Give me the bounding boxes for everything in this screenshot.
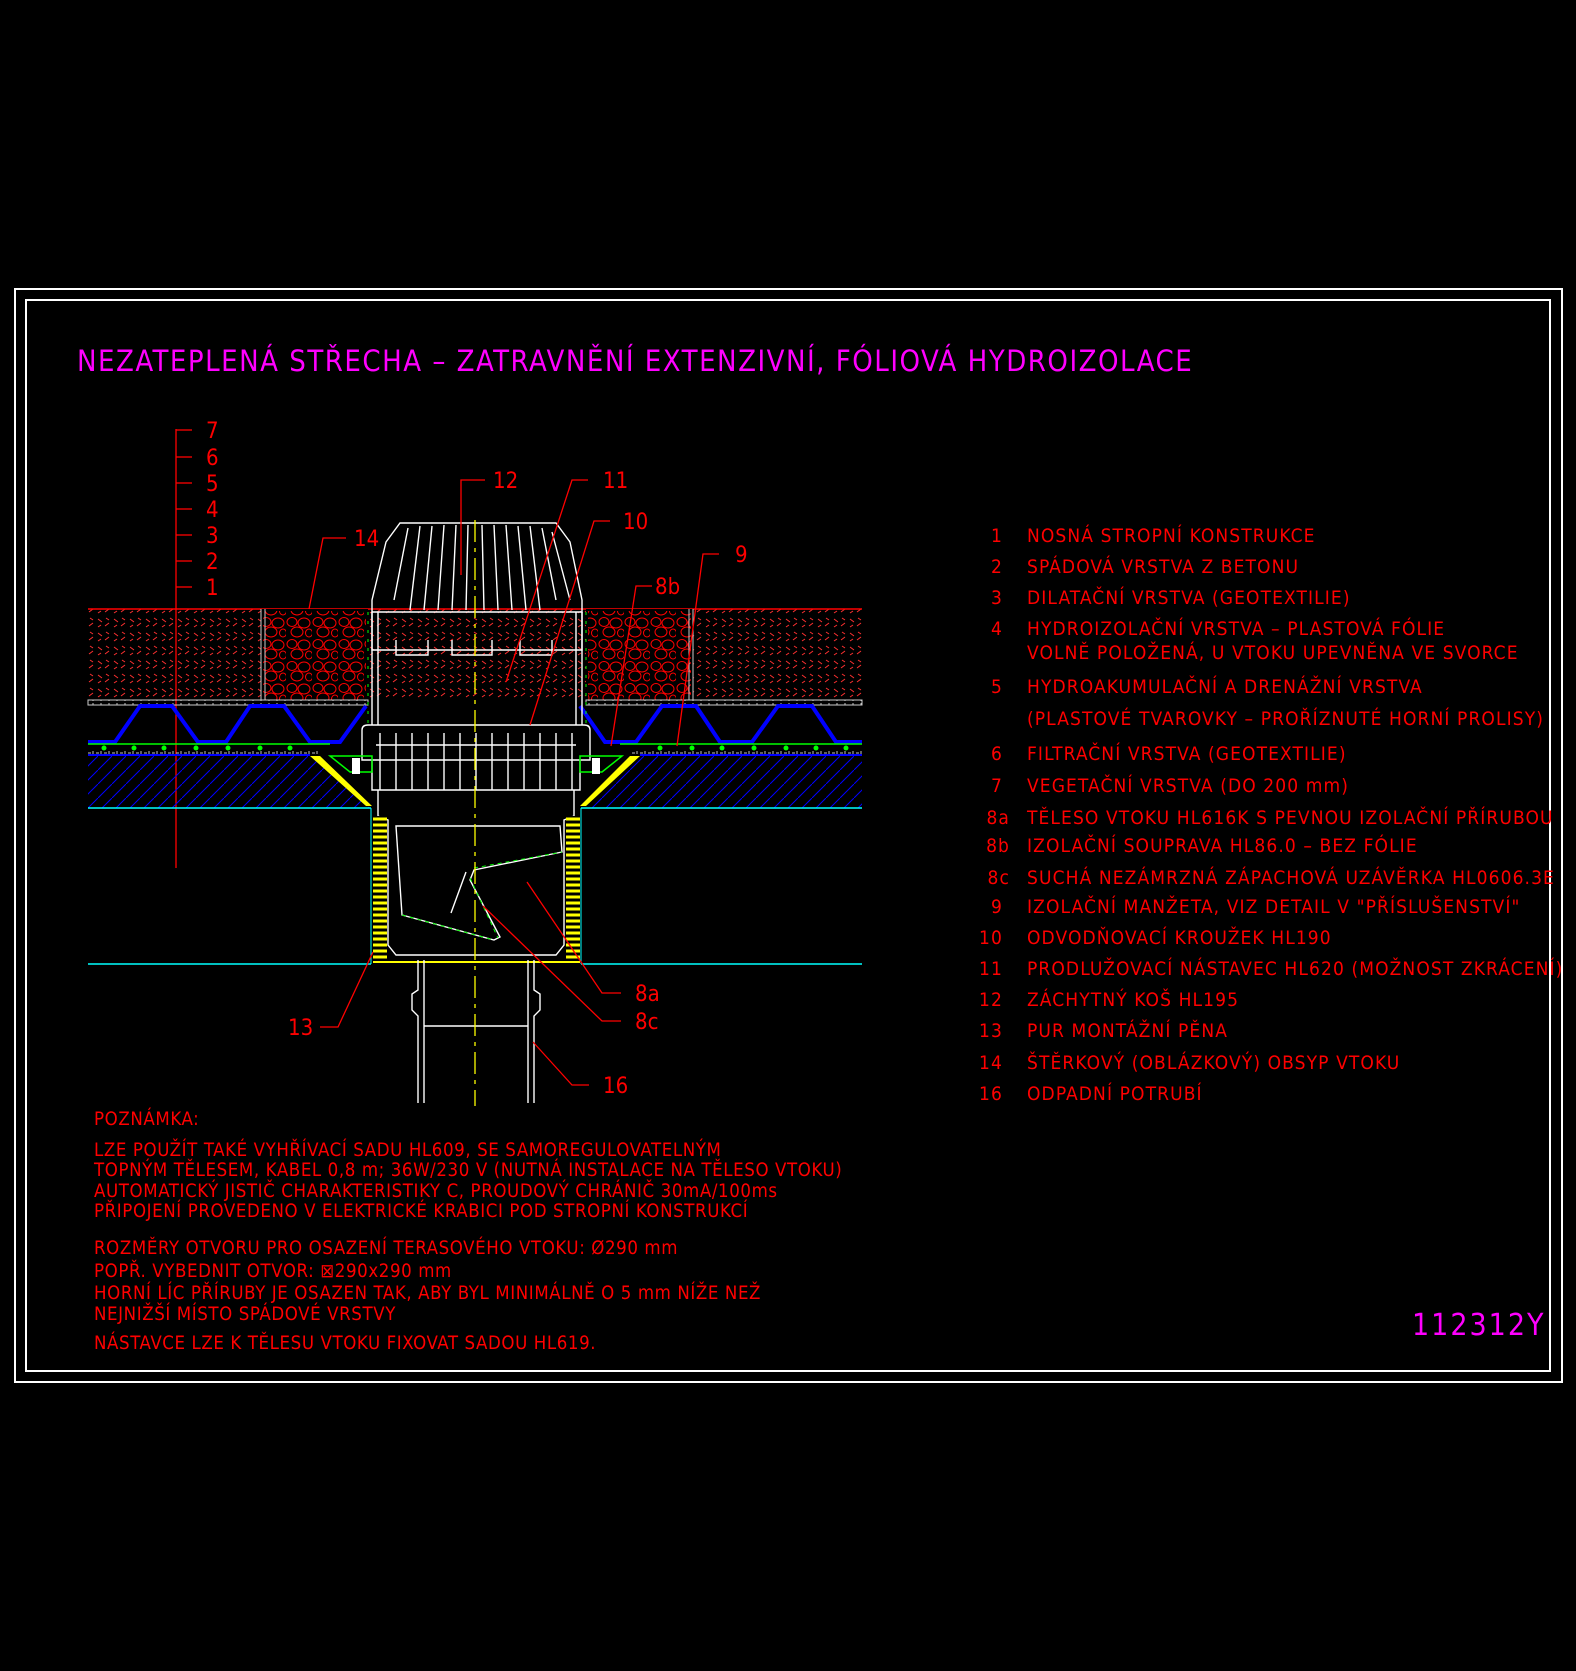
svg-text:VOLNĚ POLOŽENÁ, U VTOKU UPEVNĚ: VOLNĚ POLOŽENÁ, U VTOKU UPEVNĚNA VE SVOR… (1027, 641, 1519, 664)
drawing-code: 112312Y (1412, 1308, 1546, 1343)
svg-text:13: 13 (288, 1016, 313, 1041)
concrete-slope-right (581, 756, 862, 808)
svg-text:PRODLUŽOVACÍ NÁSTAVEC HL620 (M: PRODLUŽOVACÍ NÁSTAVEC HL620 (MOŽNOST ZKR… (1027, 957, 1563, 980)
svg-text:3: 3 (991, 587, 1003, 609)
svg-text:6: 6 (991, 743, 1003, 765)
svg-text:VEGETAČNÍ VRSTVA (DO 200 mm): VEGETAČNÍ VRSTVA (DO 200 mm) (1027, 773, 1349, 797)
svg-text:SUCHÁ NEZÁMRZNÁ ZÁPACHOVÁ UZÁV: SUCHÁ NEZÁMRZNÁ ZÁPACHOVÁ UZÁVĚRKA HL060… (1027, 866, 1555, 889)
svg-text:8c: 8c (988, 867, 1010, 889)
svg-text:NEJNIŽŠÍ MÍSTO SPÁDOVÉ VRSTVY: NEJNIŽŠÍ MÍSTO SPÁDOVÉ VRSTVY (94, 1303, 396, 1325)
svg-text:11: 11 (603, 469, 628, 494)
inner-frame (25, 299, 1551, 1372)
dilatation-geotextile (88, 750, 318, 754)
strainer-basket (371, 522, 583, 613)
drawing-title: NEZATEPLENÁ STŘECHA – ZATRAVNĚNÍ EXTENZI… (77, 344, 1193, 378)
drainage-ring (361, 724, 591, 761)
svg-text:(PLASTOVÉ TVAROVKY – PROŘÍZNUT: (PLASTOVÉ TVAROVKY – PROŘÍZNUTÉ HORNÍ PR… (1027, 707, 1544, 730)
svg-text:9: 9 (735, 543, 748, 568)
svg-text:16: 16 (603, 1074, 628, 1099)
notes: POZNÁMKA: LZE POUŽÍT TAKÉ VYHŘÍVACÍ SADU… (93, 1108, 842, 1354)
filter-geotextile (87, 699, 369, 706)
odour-trap (395, 825, 563, 941)
svg-text:6: 6 (206, 446, 219, 471)
svg-text:2: 2 (991, 556, 1003, 578)
svg-text:POPŘ. VYBEDNIT OTVOR: ⊠290x290: POPŘ. VYBEDNIT OTVOR: ⊠290x290 mm (94, 1260, 452, 1282)
svg-text:16: 16 (979, 1083, 1003, 1105)
svg-text:13: 13 (979, 1020, 1003, 1042)
svg-text:2: 2 (206, 550, 219, 575)
svg-text:5: 5 (991, 676, 1003, 698)
svg-text:NÁSTAVCE LZE K TĚLESU VTOKU FI: NÁSTAVCE LZE K TĚLESU VTOKU FIXOVAT SADO… (94, 1332, 596, 1354)
svg-text:4: 4 (206, 498, 219, 523)
svg-text:3: 3 (206, 524, 219, 549)
svg-text:12: 12 (493, 469, 518, 494)
svg-text:8b: 8b (655, 575, 680, 600)
pur-foam-left (373, 816, 387, 962)
svg-text:14: 14 (979, 1052, 1003, 1074)
svg-text:ROZMĚRY OTVORU PRO OSAZENÍ TER: ROZMĚRY OTVORU PRO OSAZENÍ TERASOVÉHO VT… (94, 1237, 678, 1259)
svg-text:10: 10 (979, 927, 1003, 949)
sleeve-right (580, 756, 640, 806)
svg-text:ODVODŇOVACÍ KROUŽEK HL190: ODVODŇOVACÍ KROUŽEK HL190 (1027, 926, 1332, 949)
svg-text:ZÁCHYTNÝ KOŠ HL195: ZÁCHYTNÝ KOŠ HL195 (1027, 987, 1239, 1011)
svg-text:DILATAČNÍ VRSTVA (GEOTEXTILIE): DILATAČNÍ VRSTVA (GEOTEXTILIE) (1027, 585, 1351, 609)
svg-text:14: 14 (354, 527, 379, 552)
drainage-profile (88, 704, 368, 744)
svg-text:8b: 8b (986, 835, 1010, 857)
svg-text:ODPADNÍ POTRUBÍ: ODPADNÍ POTRUBÍ (1027, 1082, 1203, 1105)
svg-text:SPÁDOVÁ VRSTVA Z BETONU: SPÁDOVÁ VRSTVA Z BETONU (1027, 555, 1299, 578)
svg-text:ŠTĚRKOVÝ (OBLÁZKOVÝ) OBSYP VTO: ŠTĚRKOVÝ (OBLÁZKOVÝ) OBSYP VTOKU (1027, 1050, 1400, 1074)
svg-text:HORNÍ LÍC PŘÍRUBY JE OSAZEN TA: HORNÍ LÍC PŘÍRUBY JE OSAZEN TAK, ABY BYL… (94, 1282, 761, 1304)
svg-text:4: 4 (991, 618, 1003, 640)
svg-text:NOSNÁ STROPNÍ KONSTRUKCE: NOSNÁ STROPNÍ KONSTRUKCE (1027, 524, 1316, 547)
svg-text:HYDROIZOLAČNÍ VRSTVA – PLASTOV: HYDROIZOLAČNÍ VRSTVA – PLASTOVÁ FÓLIE (1027, 616, 1445, 640)
svg-text:12: 12 (979, 989, 1003, 1011)
svg-text:AUTOMATICKÝ JISTIČ CHARAKTERIS: AUTOMATICKÝ JISTIČ CHARAKTERISTIKY C, PR… (94, 1180, 778, 1202)
roof-drain (327, 520, 625, 1106)
svg-text:LZE POUŽÍT TAKÉ VYHŘÍVACÍ SADU: LZE POUŽÍT TAKÉ VYHŘÍVACÍ SADU HL609, SE… (94, 1139, 721, 1161)
svg-text:1: 1 (206, 576, 219, 601)
notes-heading: POZNÁMKA: (94, 1108, 199, 1130)
svg-text:7: 7 (991, 775, 1003, 797)
svg-text:8a: 8a (986, 807, 1010, 829)
sleeve-left (310, 756, 372, 806)
svg-text:10: 10 (623, 510, 648, 535)
svg-text:1: 1 (991, 525, 1003, 547)
svg-text:PUR MONTÁŽNÍ PĚNA: PUR MONTÁŽNÍ PĚNA (1027, 1019, 1228, 1042)
svg-text:FILTRAČNÍ VRSTVA (GEOTEXTILIE): FILTRAČNÍ VRSTVA (GEOTEXTILIE) (1027, 741, 1347, 765)
svg-text:11: 11 (979, 958, 1003, 980)
flange (327, 755, 625, 773)
legend: 1 2 3 4 5 6 7 8a 8b 8c 9 10 11 12 13 14 … (979, 524, 1563, 1105)
callouts: 12 11 10 9 8b 14 8a 8c 13 16 (288, 469, 748, 1099)
svg-text:HYDROAKUMULAČNÍ A DRENÁŽNÍ VRS: HYDROAKUMULAČNÍ A DRENÁŽNÍ VRSTVA (1027, 674, 1423, 698)
svg-text:5: 5 (206, 472, 219, 497)
svg-text:PŘIPOJENÍ PROVEDENO V ELEKTRIC: PŘIPOJENÍ PROVEDENO V ELEKTRICKÉ KRABICI… (94, 1200, 748, 1222)
svg-text:9: 9 (991, 896, 1003, 918)
svg-text:IZOLAČNÍ MANŽETA, VIZ DETAIL V: IZOLAČNÍ MANŽETA, VIZ DETAIL V "PŘÍSLUŠE… (1027, 894, 1520, 918)
outer-frame (14, 288, 1563, 1383)
svg-text:IZOLAČNÍ SOUPRAVA HL86.0 – BEZ: IZOLAČNÍ SOUPRAVA HL86.0 – BEZ FÓLIE (1027, 833, 1418, 857)
svg-text:7: 7 (206, 419, 219, 444)
drain-body (377, 790, 575, 956)
concrete-slope-left (88, 756, 370, 808)
extension-piece (371, 612, 583, 725)
svg-text:8c: 8c (635, 1010, 658, 1035)
svg-text:TĚLESO VTOKU HL616K S PEVNOU I: TĚLESO VTOKU HL616K S PEVNOU IZOLAČNÍ PŘ… (1026, 805, 1554, 829)
waste-pipe (411, 960, 541, 1103)
pur-foam-right (566, 816, 580, 962)
svg-text:8a: 8a (635, 982, 660, 1007)
svg-text:TOPNÝM TĚLESEM, KABEL 0,8 m; 3: TOPNÝM TĚLESEM, KABEL 0,8 m; 36W/230 V (… (93, 1159, 842, 1181)
